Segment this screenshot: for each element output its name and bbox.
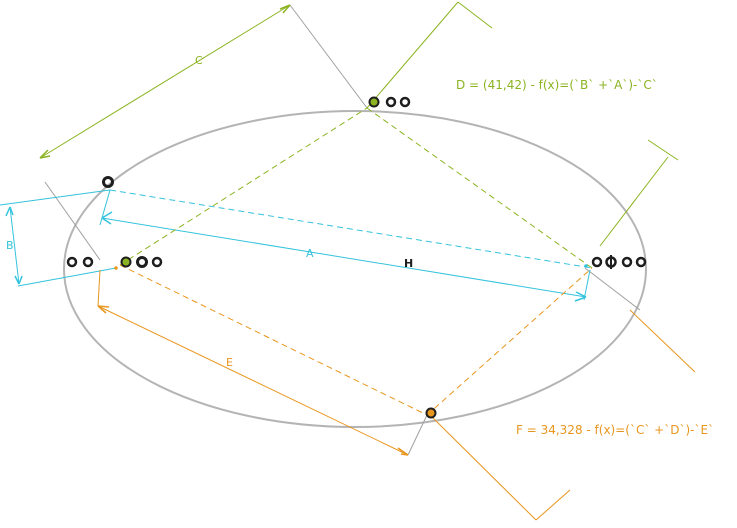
endpoint-marker[interactable] (584, 264, 588, 268)
label-e[interactable]: E (226, 356, 233, 369)
dimension-b[interactable] (0, 189, 117, 287)
parallel-icon[interactable] (136, 256, 148, 268)
label-c[interactable]: C (195, 54, 203, 67)
label-b[interactable]: B (6, 239, 14, 252)
constraint-circle-icon[interactable] (368, 96, 380, 108)
constraint-symbols-topleft[interactable] (102, 176, 114, 188)
label-center: H (404, 257, 413, 270)
coincident-icon[interactable] (385, 96, 397, 108)
coincident-icon[interactable] (591, 256, 603, 268)
gray-extension-lines (44, 4, 641, 456)
dimension-a[interactable] (99, 189, 593, 302)
coincident-icon[interactable] (399, 96, 411, 108)
constraint-symbols-bottom[interactable] (425, 407, 437, 419)
constraint-symbols-right[interactable] (591, 255, 647, 269)
coincident-icon[interactable] (82, 256, 94, 268)
coincident-icon[interactable] (66, 256, 78, 268)
formula-d[interactable]: D = (41,42) - f(x)=(`B` +`A`)-`C` (456, 78, 658, 92)
label-a[interactable]: A (306, 247, 314, 260)
dimension-a-dash-upper (109, 189, 593, 269)
dimension-e[interactable] (97, 264, 696, 521)
ellipse-curve[interactable] (63, 110, 647, 428)
coincident-icon[interactable] (635, 256, 647, 268)
tangent-icon[interactable] (102, 176, 114, 188)
constraint-symbols-left[interactable] (66, 256, 163, 268)
coincident-icon[interactable] (151, 256, 163, 268)
formula-f[interactable]: F = 34,328 - f(x)=(`C` +`D`)-`E` (516, 423, 715, 437)
dimension-a-line (101, 217, 587, 298)
constraint-circle-icon[interactable] (120, 256, 132, 268)
dimension-c[interactable] (39, 1, 679, 269)
constraint-circle-icon[interactable] (425, 407, 437, 419)
constraint-symbols-top[interactable] (368, 96, 411, 108)
coincident-icon[interactable] (621, 256, 633, 268)
endpoint-marker[interactable] (114, 266, 118, 270)
